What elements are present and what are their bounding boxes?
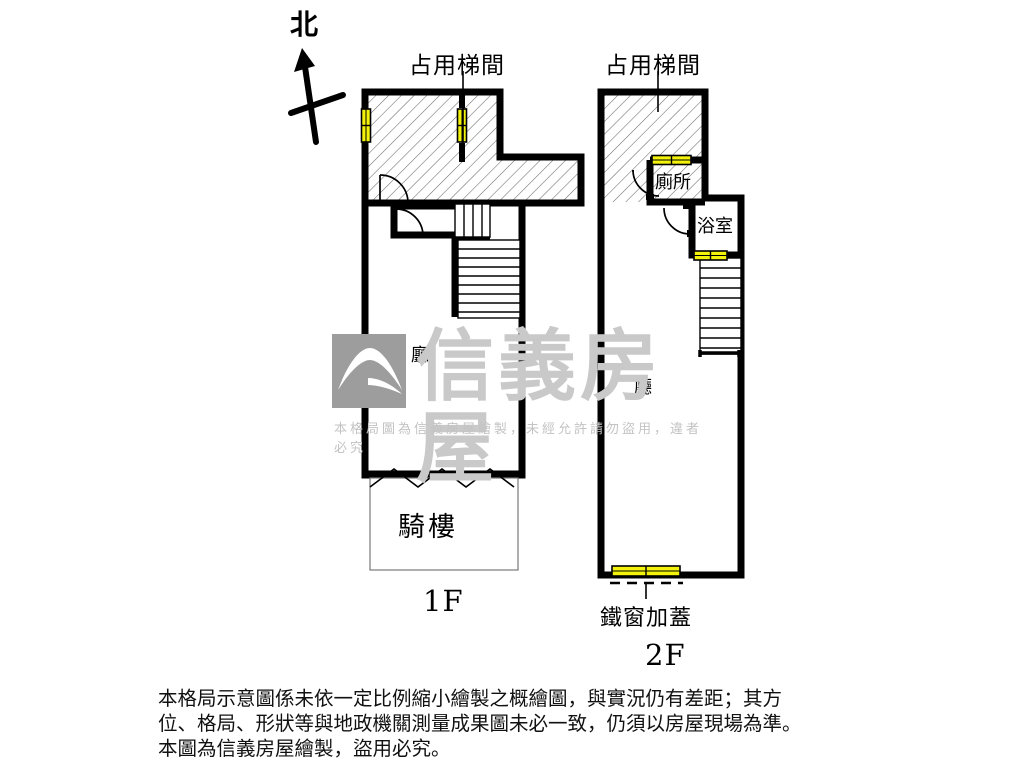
occupied-stairwell-fill-1f bbox=[368, 95, 578, 200]
door-1f-upper bbox=[379, 174, 409, 204]
floor-2f-structure bbox=[597, 71, 745, 599]
label-floor-1f: 1F bbox=[423, 584, 464, 618]
outer-wall-2f bbox=[597, 88, 745, 579]
door-1f-lower bbox=[395, 208, 424, 237]
north-arrow-icon bbox=[288, 48, 346, 145]
label-occupied-stairwell-2f: 占用梯間 bbox=[605, 53, 701, 79]
disclaimer-line-1: 本格局示意圖係未依一定比例縮小繪製之概繪圖，與實況仍有差距；其方 bbox=[158, 687, 783, 710]
label-occupied-stairwell-1f: 占用梯間 bbox=[409, 53, 505, 79]
disclaimer-line-3: 本圖為信義房屋繪製，盜用必究。 bbox=[158, 737, 451, 760]
window-2f-iron-cover bbox=[611, 565, 681, 577]
label-bathroom-2f: 浴室 bbox=[697, 216, 733, 237]
label-toilet-2f: 廁所 bbox=[655, 172, 691, 193]
label-iron-window-cover-2f: 鐵窗加蓋 bbox=[600, 606, 693, 631]
occupied-stairwell-fill-2f bbox=[604, 95, 702, 202]
door-2f-bathroom bbox=[663, 207, 691, 235]
label-hall-1f: 廳 bbox=[411, 345, 429, 366]
window-2f-bathroom bbox=[693, 250, 728, 261]
label-hall-2f: 廳 bbox=[634, 377, 652, 398]
staircase-2f bbox=[698, 257, 742, 357]
label-floor-2f: 2F bbox=[645, 638, 686, 672]
window-1f-inner bbox=[456, 108, 468, 143]
window-1f-left bbox=[360, 108, 372, 143]
arcade-outline-1f bbox=[369, 477, 519, 571]
label-arcade-1f: 騎樓 bbox=[398, 512, 458, 543]
floor-1f-structure bbox=[360, 71, 585, 571]
disclaimer: 本格局示意圖係未依一定比例縮小繪製之概繪圖，與實況仍有差距；其方 位、格局、形狀… bbox=[158, 686, 918, 761]
staircase-1f bbox=[454, 203, 521, 319]
door-2f-toilet bbox=[632, 169, 660, 197]
window-2f-toilet bbox=[651, 154, 692, 166]
interior-wall-1f-b bbox=[390, 206, 455, 239]
arcade-zigzag-1f bbox=[369, 468, 515, 488]
disclaimer-line-2: 位、格局、形狀等與地政機關測量成果圖未必一致，仍須以房屋現場為準。 bbox=[158, 712, 802, 735]
toilet-wall-2f bbox=[646, 160, 705, 206]
compass-label: 北 bbox=[290, 8, 319, 41]
